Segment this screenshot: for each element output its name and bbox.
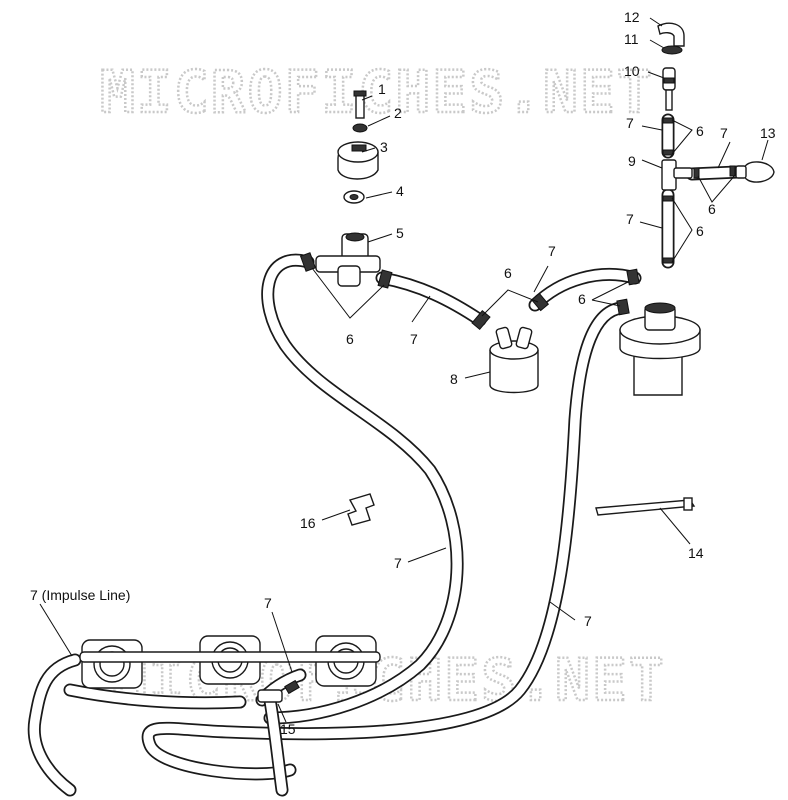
clamp-part-6 — [693, 167, 700, 179]
clamp-part-6 — [299, 252, 317, 272]
clamp-part-6 — [662, 117, 674, 124]
callout-7: 7 — [626, 211, 634, 227]
callout-1: 1 — [378, 81, 386, 97]
callout-6: 6 — [504, 265, 512, 281]
fuel-rail — [79, 651, 381, 663]
callout-4: 4 — [396, 183, 404, 199]
callout-5: 5 — [396, 225, 404, 241]
leader-lines — [39, 17, 769, 723]
clamp-part-6 — [729, 165, 736, 177]
tee-fitting-part-9 — [661, 159, 693, 191]
fuel-hoses — [27, 113, 745, 797]
callout-7: 7 — [548, 243, 556, 259]
clamp-part-6 — [530, 292, 550, 312]
callout-9: 9 — [628, 153, 636, 169]
callout-13: 13 — [760, 125, 776, 141]
callout-7: 7 — [720, 125, 728, 141]
callout-7-impulse-line: 7 (Impulse Line) — [30, 587, 130, 603]
callout-6: 6 — [696, 123, 704, 139]
screw-part-1 — [353, 90, 367, 119]
callout-6: 6 — [708, 201, 716, 217]
valve-part-13 — [735, 161, 775, 183]
callout-12: 12 — [624, 9, 640, 25]
throttle-body-left — [81, 639, 143, 689]
callout-6: 6 — [696, 223, 704, 239]
tee-fitting-part-5 — [315, 232, 381, 287]
clamp-part-6 — [662, 195, 674, 202]
washer-part-2 — [352, 123, 368, 133]
fuel-pickup-assembly — [619, 302, 701, 396]
callout-14: 14 — [688, 545, 704, 561]
strap-part-14 — [595, 497, 696, 516]
grommet-part-4 — [343, 190, 365, 204]
callout-7: 7 — [394, 555, 402, 571]
clamp-part-6 — [662, 257, 674, 264]
callout-7: 7 — [626, 115, 634, 131]
callout-6: 6 — [578, 291, 586, 307]
callout-labels: 1 2 3 4 5 6 7 6 7 6 8 12 11 10 7 6 7 13 … — [30, 9, 776, 737]
callout-3: 3 — [380, 139, 388, 155]
callout-10: 10 — [624, 63, 640, 79]
clamp-part-6 — [471, 309, 491, 331]
callout-15: 15 — [280, 721, 296, 737]
check-valve-part-10 — [662, 67, 676, 111]
watermark-top: MICROFICHES.NET — [100, 58, 654, 126]
clamp-part-6 — [616, 298, 630, 316]
callout-7: 7 — [264, 595, 272, 611]
callout-7: 7 — [410, 331, 418, 347]
clamp-part-6 — [626, 268, 640, 286]
callout-6: 6 — [346, 331, 354, 347]
vent-elbow-part-12 — [657, 22, 685, 47]
callout-2: 2 — [394, 105, 402, 121]
callout-8: 8 — [450, 371, 458, 387]
callout-16: 16 — [300, 515, 316, 531]
callout-11: 11 — [624, 31, 639, 47]
fuel-filter-part-8 — [489, 326, 539, 394]
clip-part-16 — [347, 493, 375, 526]
clamp-part-11 — [661, 45, 683, 55]
cap-part-3 — [337, 141, 379, 180]
callout-7: 7 — [584, 613, 592, 629]
clamp-part-6 — [662, 149, 674, 156]
tee-fitting-part-15 — [257, 679, 300, 703]
